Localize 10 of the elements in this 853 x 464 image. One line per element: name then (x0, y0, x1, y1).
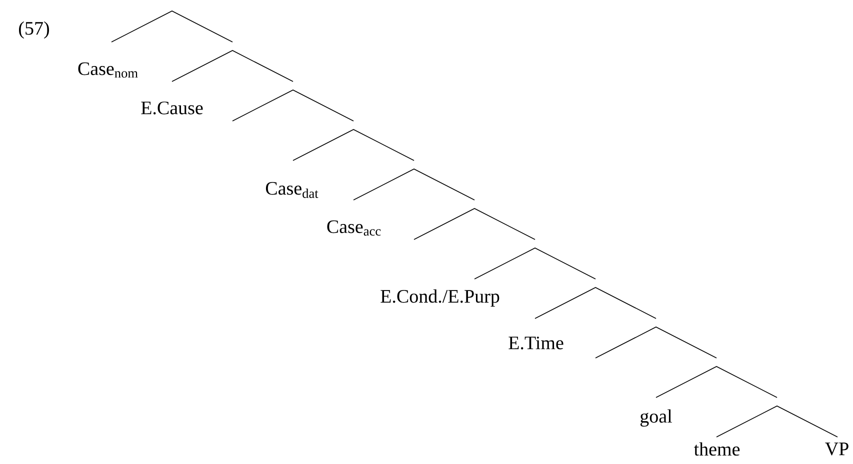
tree-label: Case$_{dat}$ (266, 182, 318, 198)
tree-label: E.Cond./E.Purp (380, 289, 500, 307)
tree-label: E.Cause (141, 102, 203, 114)
tree-label: VP (825, 442, 848, 456)
tree-label: Case$_{nom}$ (78, 62, 138, 78)
tree-label: goal (640, 409, 672, 427)
tree-label: theme (694, 442, 740, 456)
example-number: (57) (19, 21, 49, 39)
tree-label: Case$_{acc}$ (327, 220, 381, 236)
tree-label: E.Time (508, 336, 564, 350)
